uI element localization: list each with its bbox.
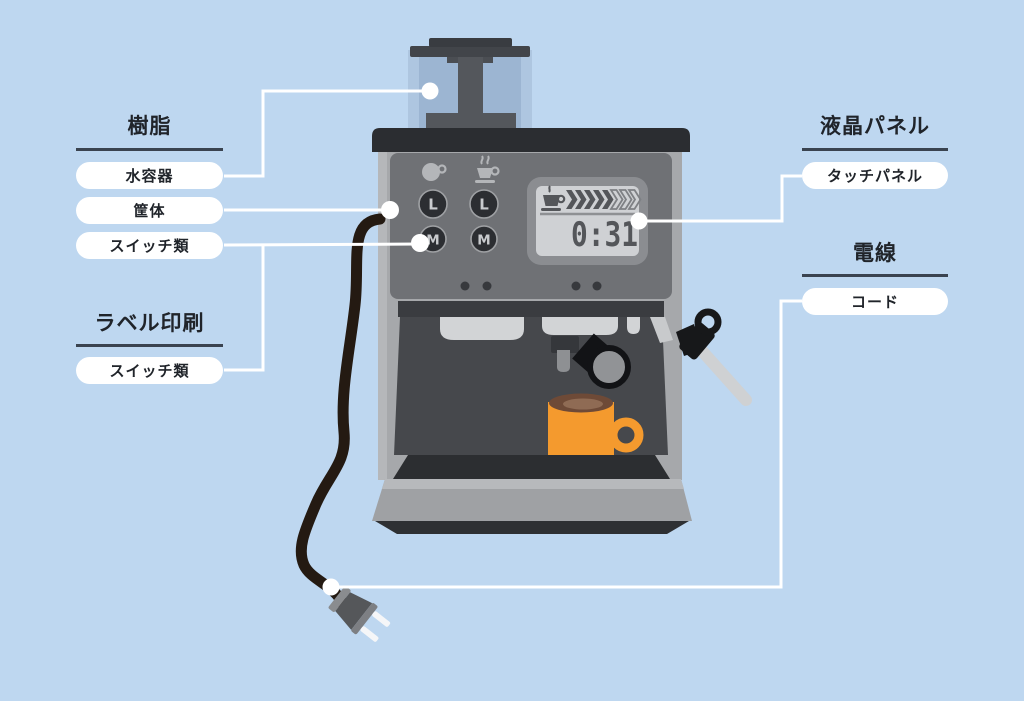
heading-lcd-panel-rule — [802, 148, 948, 151]
label-switches: スイッチ類 — [76, 232, 223, 259]
cord-cable — [295, 213, 386, 612]
steam-wand — [676, 308, 752, 406]
group-head-right — [542, 317, 618, 335]
lcd-display: 0:31 — [527, 177, 648, 265]
button-large-right-label: L — [479, 196, 489, 214]
button-large-left-label: L — [428, 196, 438, 214]
spout — [557, 350, 570, 372]
heading-electric-wire: 電線 — [853, 241, 897, 265]
button-medium-right — [470, 225, 498, 253]
portafilter-cap — [587, 345, 631, 389]
mug-body — [548, 402, 614, 468]
water-tank — [408, 38, 532, 128]
tank-column — [458, 57, 483, 123]
label-switches-print: スイッチ類 — [76, 357, 223, 384]
button-large-left — [418, 189, 448, 219]
indicator-dots — [460, 281, 602, 291]
group-heads — [440, 317, 673, 343]
heading-resin-rule — [76, 148, 223, 151]
button-large-right — [469, 189, 499, 219]
portafilter — [551, 333, 631, 389]
label-housing: 筐体 — [76, 197, 223, 224]
plug-prong — [372, 611, 391, 627]
lcd-progress-chevrons — [566, 189, 642, 210]
latte-cup-icon — [422, 163, 447, 181]
wand-rod — [697, 346, 752, 406]
group-head-left — [440, 317, 524, 340]
wand-ring — [694, 308, 722, 336]
top-bar — [372, 128, 690, 152]
machine-base — [372, 455, 692, 534]
coffee-mug — [548, 393, 644, 468]
heading-lcd-panel: 液晶パネル — [820, 114, 930, 138]
connector-switches-print — [224, 244, 265, 372]
power-plug — [328, 586, 391, 642]
heading-label-printing-rule — [76, 344, 223, 347]
heading-electric-wire-rule — [802, 274, 948, 277]
tank-lid — [410, 46, 530, 57]
connector-cord — [331, 299, 802, 589]
espresso-steam-cup-icon — [475, 155, 500, 183]
label-water-container: 水容器 — [76, 162, 223, 189]
connector-dots — [322, 82, 648, 596]
button-medium-right-label: M — [477, 233, 490, 249]
connector-lines — [223, 89, 802, 589]
label-cord: コード — [802, 288, 948, 315]
brew-cavity — [394, 317, 668, 455]
button-medium-left-label: M — [426, 233, 439, 249]
label-touch-panel: タッチパネル — [802, 162, 948, 189]
lcd-screen — [536, 186, 639, 256]
heading-label-printing: ラベル印刷 — [94, 311, 205, 335]
tank-lid-knob — [429, 38, 512, 47]
heading-resin: 樹脂 — [127, 114, 172, 138]
drip-tray — [393, 455, 670, 479]
connector-touch-panel — [639, 174, 802, 223]
plug-prong — [360, 626, 379, 642]
lcd-timer-value: 0:31 — [571, 215, 638, 255]
connector-water-tank — [224, 89, 430, 178]
connector-switches — [223, 242, 421, 247]
lcd-coffee-cup-icon — [541, 185, 566, 211]
